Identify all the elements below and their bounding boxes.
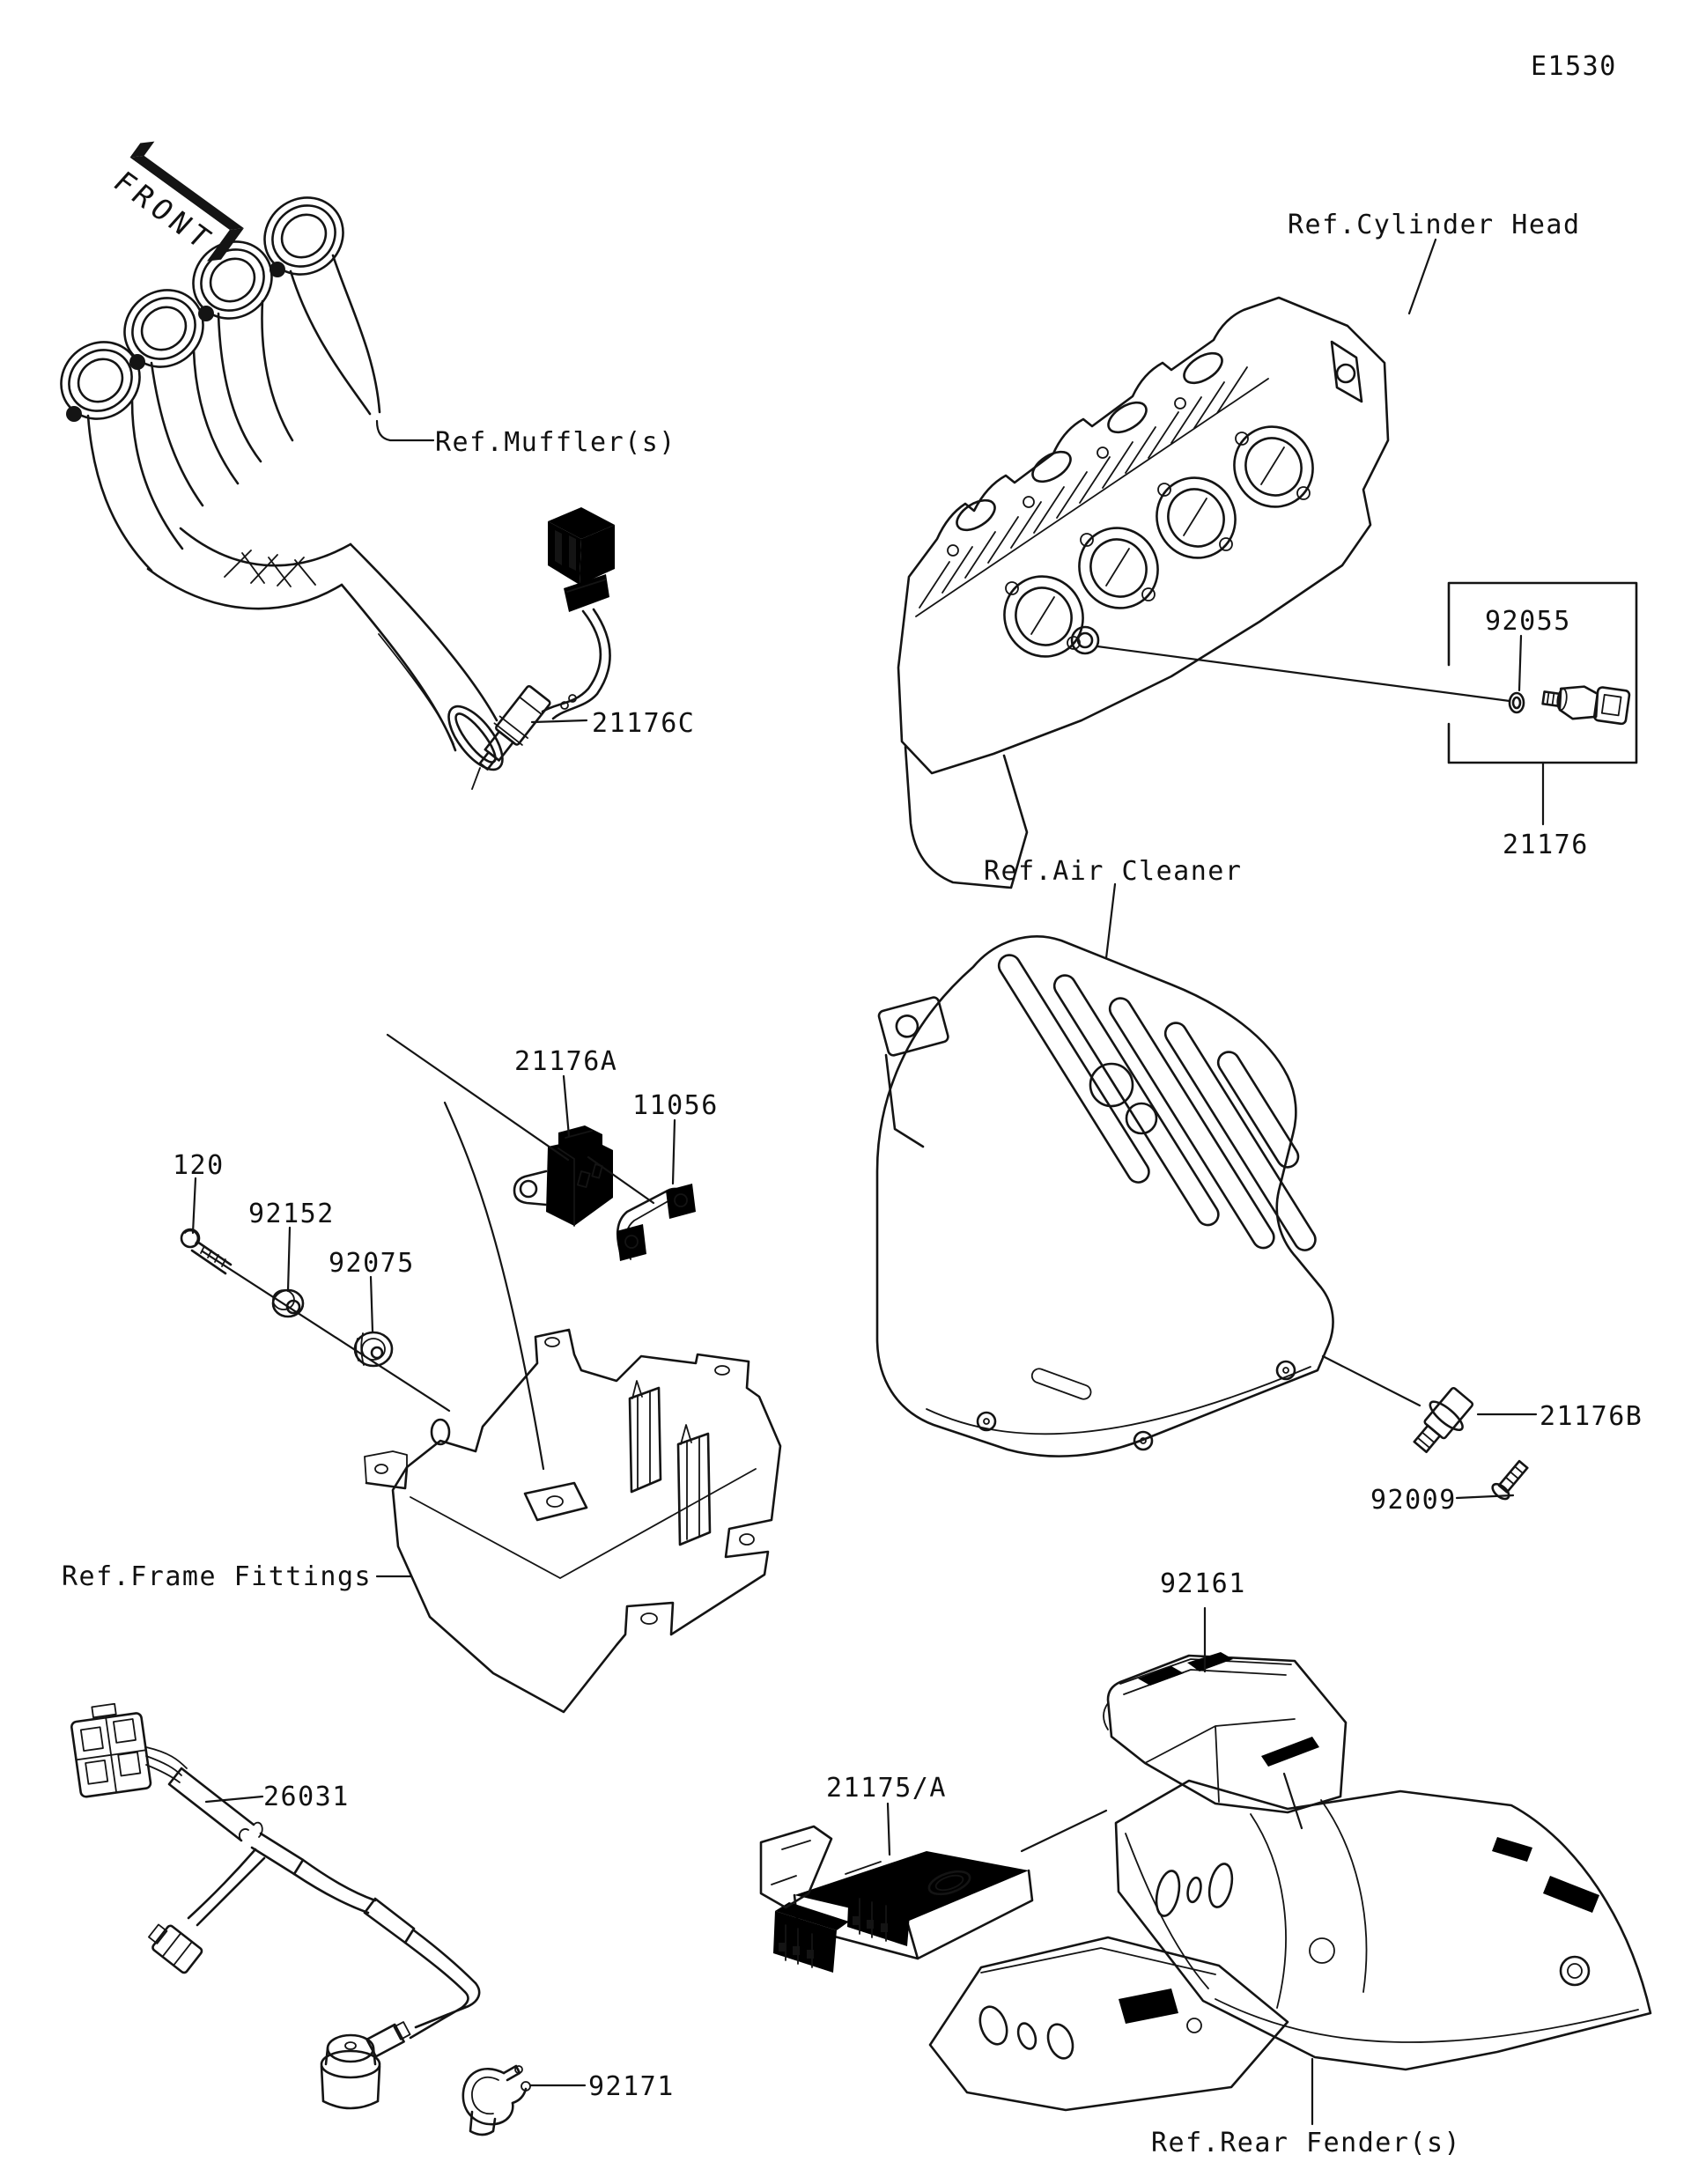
screw-92009-drawing (1491, 1459, 1529, 1501)
front-direction-arrow: FRONT (90, 141, 244, 262)
air-temp-sensor-drawing (1321, 1354, 1529, 1501)
sub-harness-drawing (70, 1702, 481, 2110)
bolt-120-drawing (180, 1228, 233, 1275)
leader-ref-cylinder-head (1407, 238, 1437, 315)
part-label-21175a: 21175/A (826, 1773, 947, 1804)
bracket-11056-drawing (616, 1184, 696, 1261)
ref-label-air-cleaner: Ref.Air Cleaner (984, 856, 1243, 887)
locator-line-a (386, 1033, 570, 1162)
part-label-21176c: 21176C (592, 708, 696, 739)
damper-92161-drawing (1103, 1652, 1348, 1814)
part-label-92075: 92075 (329, 1248, 415, 1279)
part-label-92171: 92171 (588, 2071, 675, 2102)
water-temp-sensor-box (1447, 581, 1638, 764)
muffler-drawing (60, 196, 504, 771)
part-label-92152: 92152 (248, 1199, 335, 1229)
part-label-21176: 21176 (1503, 830, 1589, 860)
leader-21176a (562, 1074, 571, 1138)
fender-stay-drawing (759, 1825, 833, 1909)
part-label-21176a: 21176A (514, 1046, 618, 1077)
line-92161-to-fender (1282, 1772, 1303, 1830)
leader-92152 (286, 1226, 292, 1293)
leader-120 (191, 1177, 197, 1235)
air-cleaner-drawing (875, 935, 1334, 1457)
leader-boss-to-box (1096, 645, 1511, 703)
fastener-axis-line (201, 1250, 451, 1413)
oxygen-sensor-drawing (471, 507, 615, 790)
ecu-drawing (773, 1851, 1034, 1973)
part-label-92055: 92055 (1485, 606, 1571, 637)
cylinder-head-drawing (897, 296, 1390, 889)
locator-line-c (587, 1155, 655, 1205)
leader-11056 (671, 1118, 676, 1185)
part-label-92161: 92161 (1160, 1568, 1246, 1599)
ref-label-frame-fittings: Ref.Frame Fittings (62, 1561, 373, 1592)
part-label-11056: 11056 (632, 1090, 719, 1121)
pressure-sensor-drawing (513, 1125, 613, 1227)
frame-fittings-tray-drawing (364, 1328, 782, 1714)
ref-label-cylinder-head: Ref.Cylinder Head (1288, 210, 1581, 240)
leader-92009 (1455, 1494, 1515, 1500)
leader-ref-muffler (375, 419, 435, 442)
part-label-21176b: 21176B (1540, 1401, 1643, 1432)
part-label-26031: 26031 (263, 1782, 350, 1812)
ref-label-muffler: Ref.Muffler(s) (435, 427, 676, 458)
clamp-92171-drawing (462, 2064, 531, 2136)
ref-label-rear-fender: Ref.Rear Fender(s) (1151, 2128, 1462, 2158)
page-code: E1530 (1531, 51, 1617, 82)
part-label-120: 120 (173, 1150, 225, 1181)
rear-fender-drawing (928, 1779, 1652, 2112)
line-ecu-to-fender (1020, 1809, 1108, 1853)
leader-21176c (530, 719, 588, 724)
locator-line-b (443, 1101, 545, 1471)
leader-26031 (204, 1795, 264, 1804)
leader-ref-air-cleaner (1104, 882, 1117, 960)
leader-21175a (886, 1802, 891, 1856)
part-label-92009: 92009 (1370, 1485, 1457, 1516)
leader-92075 (369, 1275, 374, 1333)
leader-92055 (1517, 634, 1523, 692)
